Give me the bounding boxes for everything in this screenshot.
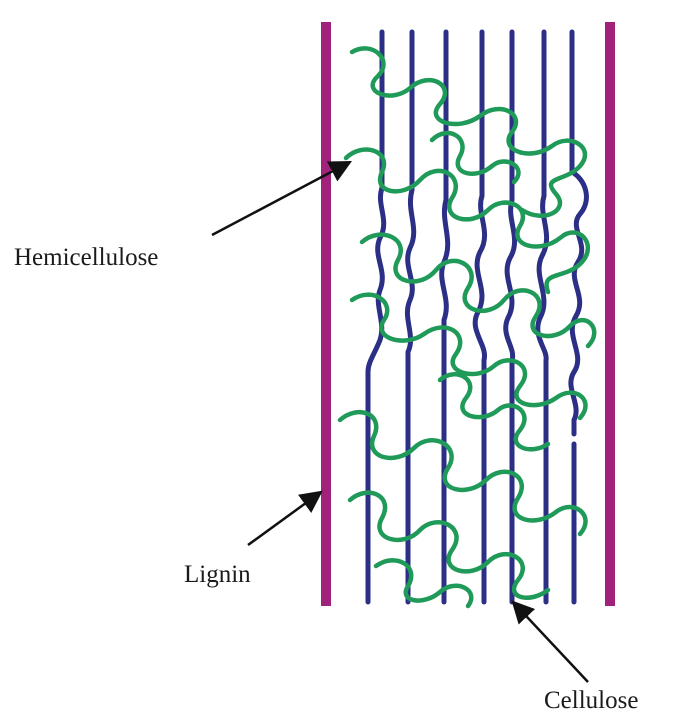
hemicellulose-chain [352, 295, 586, 418]
cellulose-fibril [407, 32, 413, 602]
hemicellulose-label: Hemicellulose [14, 244, 158, 271]
hemicellulose-chain [340, 412, 586, 534]
hemicellulose-chains [340, 48, 594, 606]
cellulose-pointer-arrow [513, 602, 588, 682]
lignin-pointer-arrow [248, 492, 321, 545]
lignin-label: Lignin [184, 561, 251, 588]
hemicellulose-chain [350, 493, 548, 598]
hemicellulose-chain [440, 374, 548, 449]
cellulose-fibril [442, 32, 448, 602]
pointer-arrows [212, 162, 588, 682]
hemicellulose-chain [376, 560, 471, 606]
cellulose-label: Cellulose [544, 687, 638, 714]
